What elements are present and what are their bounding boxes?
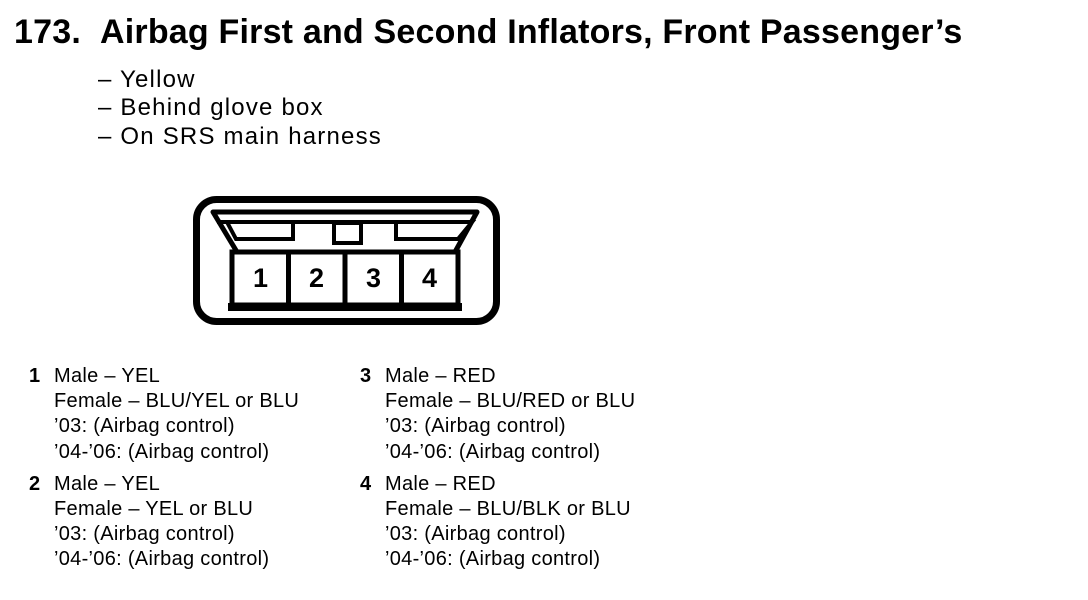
section-title: Airbag First and Second Inflators, Front… <box>100 13 963 51</box>
pin-detail-line: ’03: (Airbag control) <box>385 415 566 438</box>
pin-detail-line: ’04-’06: (Airbag control) <box>385 548 601 571</box>
pin-detail-line: ’03: (Airbag control) <box>385 523 566 546</box>
pin-number: 3 <box>360 365 372 387</box>
pin-detail-lines: Male – YEL Female – BLU/YEL or BLU ’03: … <box>54 364 299 465</box>
pin-detail-line: ’03: (Airbag control) <box>54 523 235 546</box>
pin-number: 2 <box>29 472 41 495</box>
pin-legend-right-column: 3 Male – RED Female – BLU/RED or BLU ’03… <box>360 364 635 580</box>
page-title-row: 173. Airbag First and Second Inflators, F… <box>14 10 1088 54</box>
pin-detail-line: ’03: (Airbag control) <box>54 415 235 438</box>
connector-cavity-number-4: 4 <box>421 263 438 293</box>
pin-detail-line: ’04-’06: (Airbag control) <box>385 440 601 463</box>
bullet-item: – On SRS main harness <box>98 122 382 150</box>
pin-detail-line: Female – BLU/RED or BLU <box>385 390 636 413</box>
pin-number: 4 <box>360 472 372 495</box>
bullet-item: – Behind glove box <box>98 94 324 122</box>
connector-cavity-number-3: 3 <box>365 263 382 293</box>
pin-detail-lines: Male – RED Female – BLU/RED or BLU ’03: … <box>385 364 635 465</box>
connector-diagram: 1 2 3 4 <box>193 196 500 325</box>
pin-detail-lines: Male – YEL Female – YEL or BLU ’03: (Air… <box>54 472 299 573</box>
attribute-bullet-list: – Yellow – Behind glove box – On SRS mai… <box>98 66 382 151</box>
pin-legend-left-column: 1 Male – YEL Female – BLU/YEL or BLU ’03… <box>29 364 299 580</box>
connector-cavity-number-1: 1 <box>252 263 269 293</box>
pin-detail-lines: Male – RED Female – BLU/BLK or BLU ’03: … <box>385 472 635 573</box>
pin-detail-line: Female – BLU/YEL or BLU <box>54 390 300 413</box>
pin-entry-4: 4 Male – RED Female – BLU/BLK or BLU ’03… <box>360 472 635 573</box>
pin-detail-line: ’04-’06: (Airbag control) <box>54 440 270 463</box>
connector-cavity-number-2: 2 <box>308 263 325 293</box>
connector-key-slot-right <box>394 220 477 241</box>
pin-detail-line: Male – YEL <box>54 472 161 495</box>
pin-entry-3: 3 Male – RED Female – BLU/RED or BLU ’03… <box>360 364 635 465</box>
pin-detail-line: Male – RED <box>385 472 496 495</box>
bullet-item: – Yellow <box>98 66 196 93</box>
pin-detail-line: Male – YEL <box>54 365 161 387</box>
connector-key-slot-left <box>223 220 295 241</box>
pin-detail-line: ’04-’06: (Airbag control) <box>54 548 270 571</box>
pin-detail-line: Male – RED <box>385 365 496 387</box>
pin-number: 1 <box>29 365 41 387</box>
pin-entry-1: 1 Male – YEL Female – BLU/YEL or BLU ’03… <box>29 364 299 465</box>
connector-drawing <box>193 196 500 325</box>
pin-detail-line: Female – BLU/BLK or BLU <box>385 498 631 521</box>
connector-key-slot-center <box>332 221 363 245</box>
pin-entry-2: 2 Male – YEL Female – YEL or BLU ’03: (A… <box>29 472 299 573</box>
section-number: 173. <box>14 13 81 51</box>
pin-detail-line: Female – YEL or BLU <box>54 498 254 521</box>
